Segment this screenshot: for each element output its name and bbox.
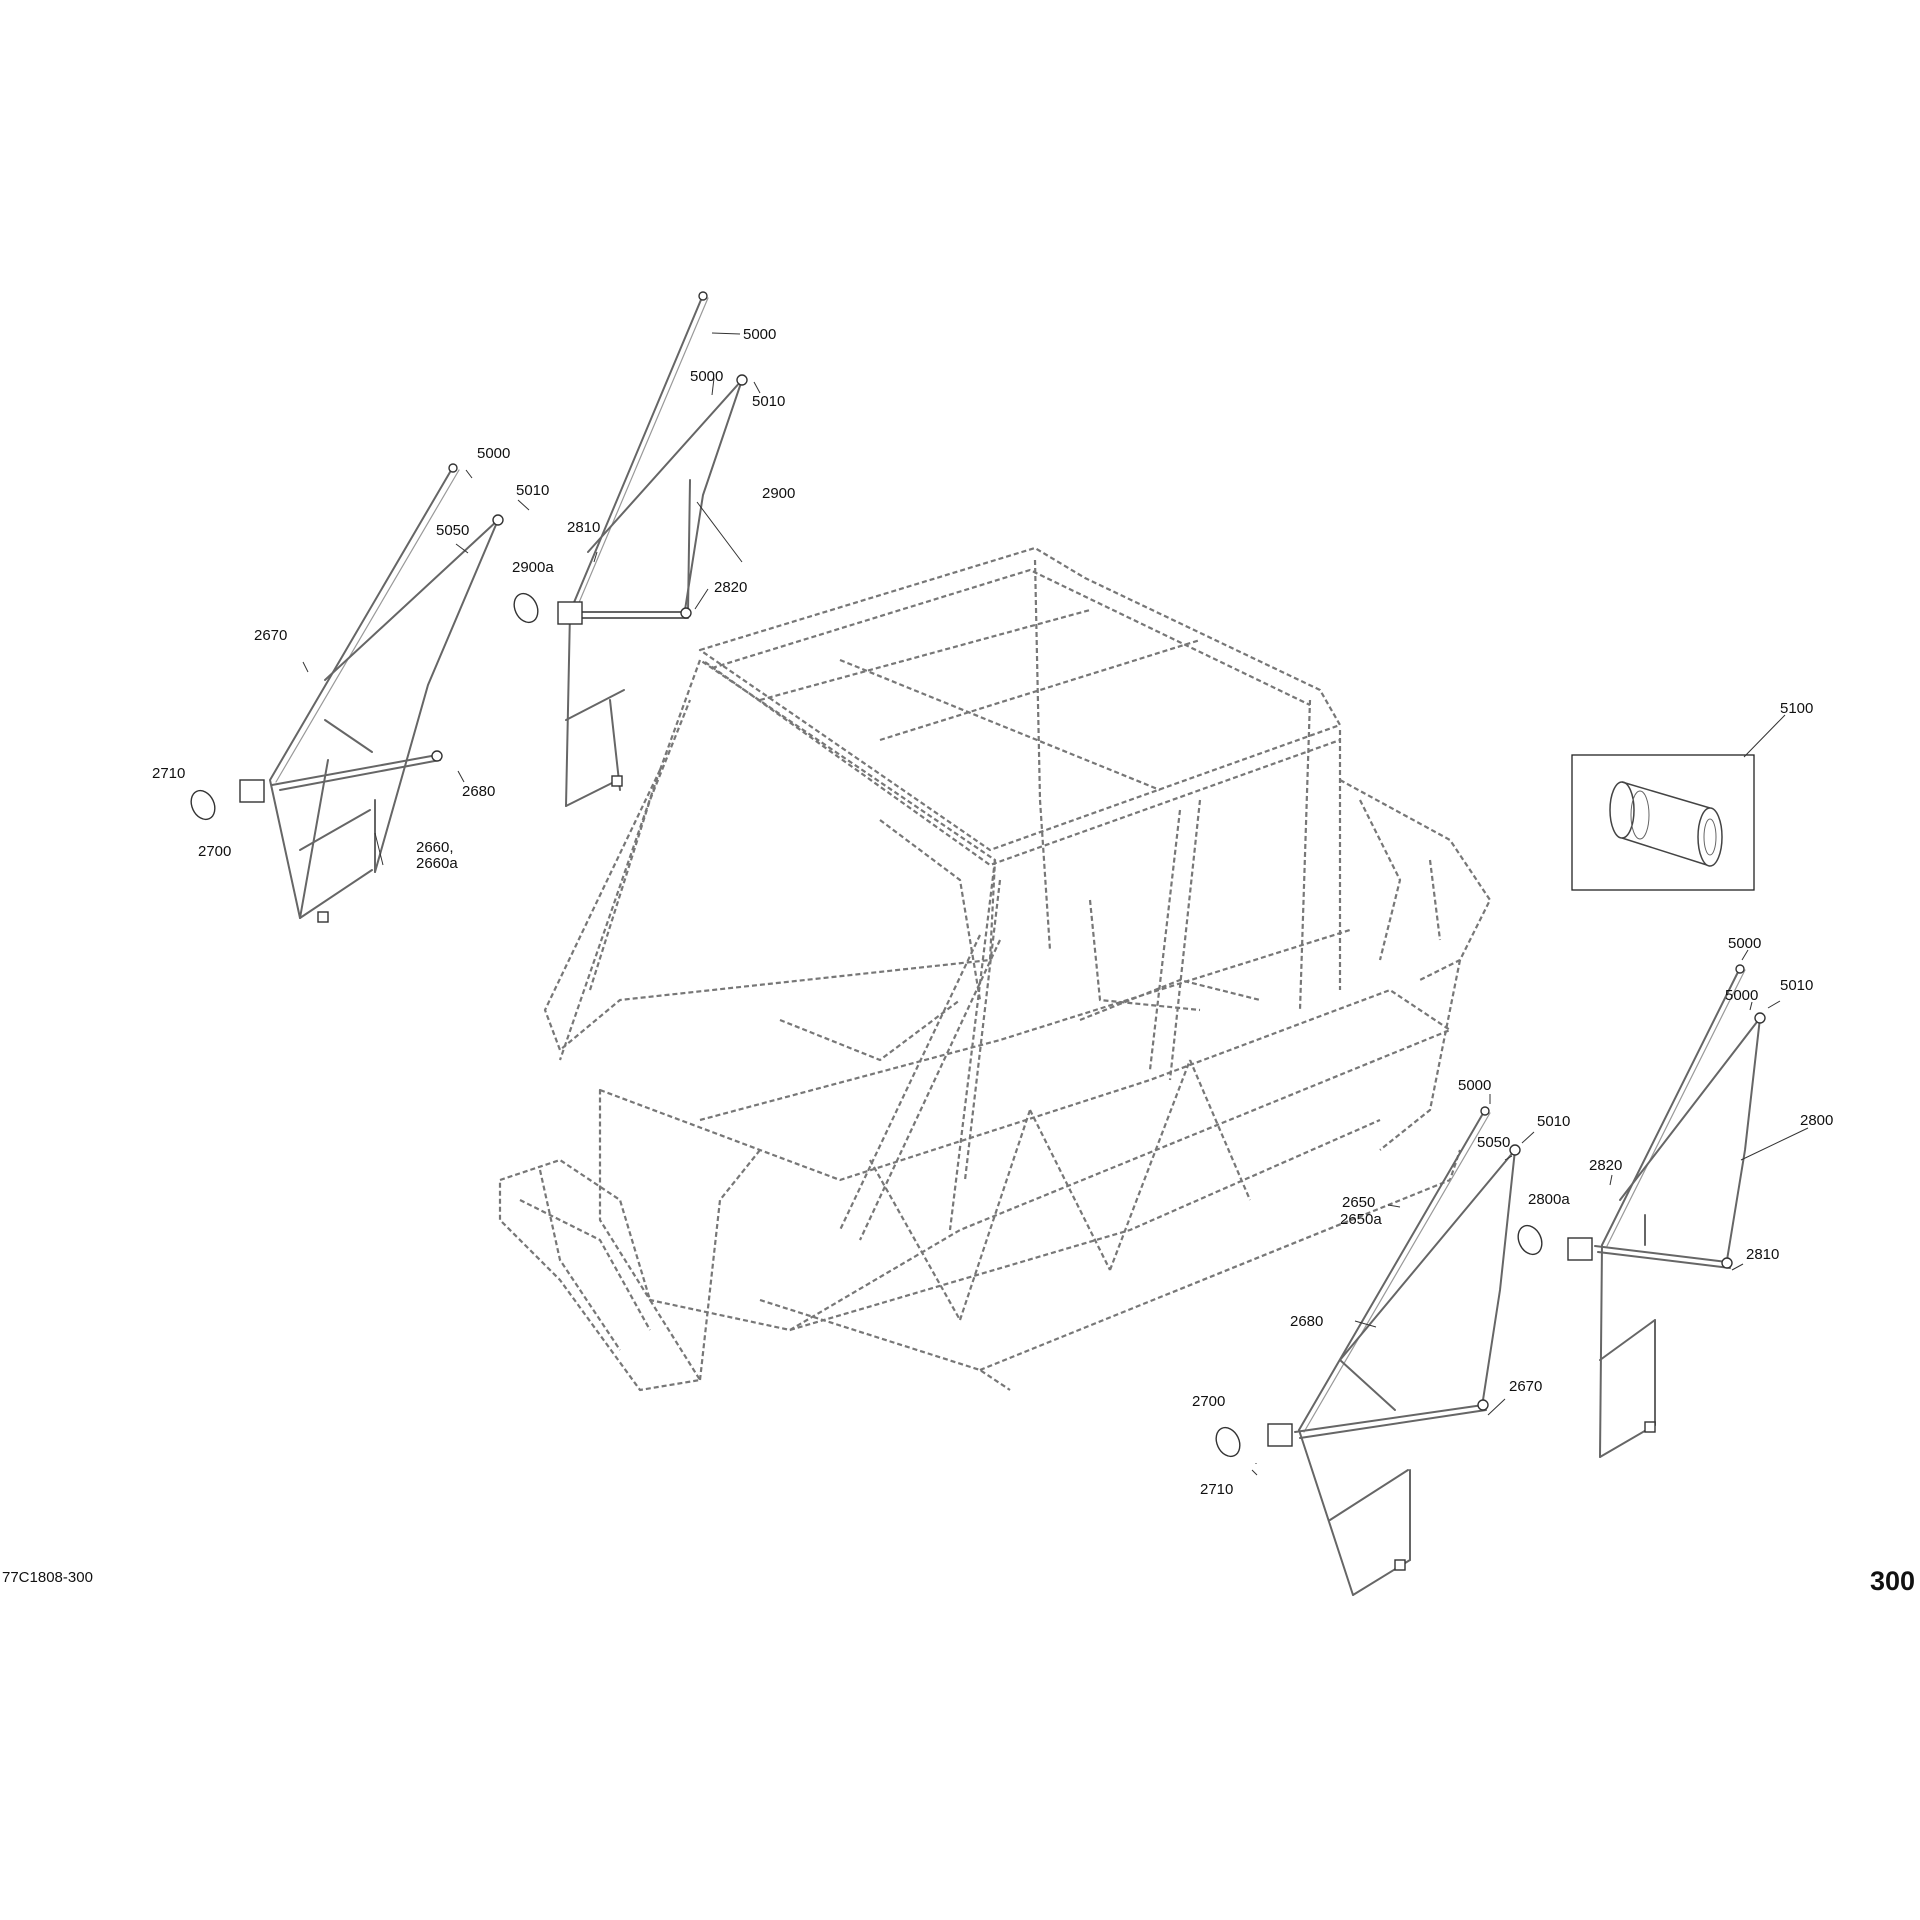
- callout-5000: 5000: [743, 326, 776, 343]
- callout-5100: 5100: [1780, 700, 1813, 717]
- callout-2820: 2820: [1589, 1157, 1622, 1174]
- callout-2670: 2670: [254, 627, 287, 644]
- callout-2650a: 2650a: [1340, 1211, 1382, 1228]
- callout-2820: 2820: [714, 579, 747, 596]
- drawing-number: 77C1808-300: [2, 1569, 93, 1586]
- callout-2680: 2680: [462, 783, 495, 800]
- callout-2810: 2810: [567, 519, 600, 536]
- callout-2710: 2710: [1200, 1481, 1233, 1498]
- callout-2650: 2650: [1342, 1194, 1375, 1211]
- page-number: 300: [1870, 1566, 1915, 1596]
- bushing-icon: [1609, 781, 1723, 867]
- door-handle-icon: [513, 592, 539, 624]
- callout-2660: 2660,: [416, 839, 454, 856]
- right-rear-door: [1517, 964, 1766, 1458]
- callout-5050: 5050: [436, 522, 469, 539]
- callout-5000: 5000: [1728, 935, 1761, 952]
- door-latch-icon: [1567, 1237, 1593, 1261]
- callout-5010: 5010: [752, 393, 785, 410]
- door-handle-icon: [190, 789, 216, 821]
- callout-5000: 5000: [690, 368, 723, 385]
- leader-lines: [302, 332, 1809, 1476]
- callout-2660a: 2660a: [416, 855, 458, 872]
- callout-5010: 5010: [1780, 977, 1813, 994]
- door-handle-icon: [1517, 1224, 1543, 1256]
- callout-2680: 2680: [1290, 1313, 1323, 1330]
- callout-5000: 5000: [1725, 987, 1758, 1004]
- callout-5000: 5000: [1458, 1077, 1491, 1094]
- right-front-door: [1215, 1106, 1521, 1596]
- callout-2900a: 2900a: [512, 559, 554, 576]
- callout-5000: 5000: [477, 445, 510, 462]
- callout-2810: 2810: [1746, 1246, 1779, 1263]
- left-rear-door: [513, 291, 748, 807]
- callout-5010: 5010: [516, 482, 549, 499]
- door-handle-icon: [1215, 1426, 1241, 1458]
- vehicle-frame: [498, 546, 1492, 1392]
- callout-2700: 2700: [198, 843, 231, 860]
- callout-2800a: 2800a: [1528, 1191, 1570, 1208]
- callout-2700: 2700: [1192, 1393, 1225, 1410]
- callout-5050: 5050: [1477, 1134, 1510, 1151]
- left-front-door: [190, 463, 504, 923]
- callout-2710: 2710: [152, 765, 185, 782]
- door-latch-icon: [239, 779, 265, 803]
- callout-2800: 2800: [1800, 1112, 1833, 1129]
- door-latch-icon: [557, 601, 583, 625]
- callout-2900: 2900: [762, 485, 795, 502]
- door-latch-icon: [1267, 1423, 1293, 1447]
- kit-5100-box: [1571, 714, 1786, 891]
- callout-2670: 2670: [1509, 1378, 1542, 1395]
- callout-5010: 5010: [1537, 1113, 1570, 1130]
